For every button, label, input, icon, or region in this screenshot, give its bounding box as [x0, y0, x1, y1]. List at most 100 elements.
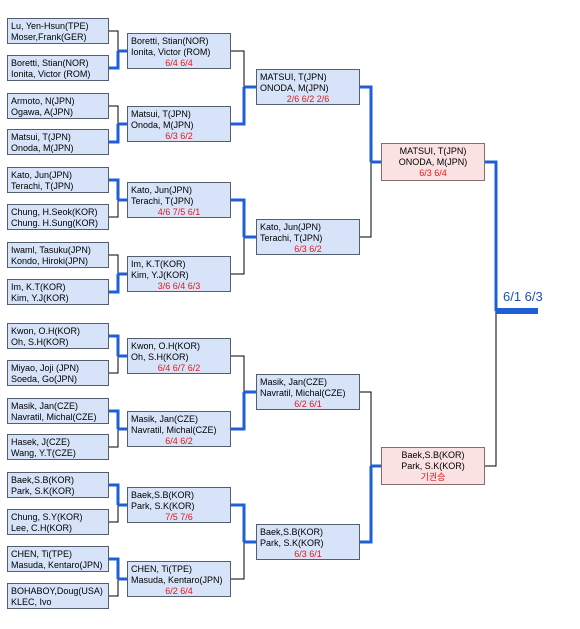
bracket-connector	[109, 274, 120, 294]
bracket-connector	[109, 483, 120, 505]
round2-match-7: Baek,S.B(KOR)Park, S.K(KOR)7/5 7/6	[127, 487, 231, 523]
player-name: Kato, Jun(JPN)	[11, 170, 73, 180]
player-name: Kim, Y.J(KOR)	[11, 293, 69, 303]
bracket-connector	[109, 30, 119, 51]
player-name: Park, S.K(KOR)	[11, 486, 75, 496]
round1-match-4: Matsui, T(JPN)Onoda, M(JPN)	[7, 129, 109, 155]
bracket-connector	[109, 557, 120, 579]
player-name: Iwaml, Tasuku(JPN)	[11, 245, 91, 255]
player-name: Baek,S.B(KOR)	[401, 450, 465, 460]
round1-match-8: Im, K.T(KOR)Kim, Y.J(KOR)	[7, 279, 109, 305]
match-score: 6/4 6/2	[165, 436, 193, 446]
match-score: 6/3 6/2	[294, 244, 322, 254]
match-score: 6/2 6/4	[165, 586, 193, 596]
player-name: Boretti, Stian(NOR)	[131, 36, 209, 46]
final-connector	[485, 311, 497, 467]
player-name: Kato, Jun(JPN)	[260, 222, 322, 232]
player-name: Masuda, Kentaro(JPN)	[131, 575, 223, 585]
player-name: Masik, Jan(CZE)	[11, 401, 79, 411]
player-name: Boretti, Stian(NOR)	[11, 58, 89, 68]
match-score: 2/6 6/2 2/6	[286, 94, 330, 104]
bracket-connector	[109, 254, 119, 274]
bracket-connector	[109, 105, 119, 124]
semifinal-match-2: Baek,S.B(KOR)Park, S.K(KOR)기권승	[381, 447, 485, 485]
player-name: MATSUI, T(JPN)	[260, 72, 327, 82]
final-connector	[485, 160, 498, 311]
bracket-connector	[231, 50, 245, 87]
bracket-connector	[109, 334, 120, 356]
round1-match-2: Boretti, Stian(NOR)Ionita, Victor (ROM)	[7, 55, 109, 81]
round1-match-10: Miyao, Joji (JPN)Soeda, Go(JPN)	[7, 360, 109, 386]
player-name: Baek,S.B(KOR)	[131, 490, 195, 500]
player-name: Kondo, Hiroki(JPN)	[11, 256, 89, 266]
round2-match-8: CHEN, Ti(TPE)Masuda, Kentaro(JPN)6/2 6/4	[127, 561, 231, 597]
player-name: Matsui, T(JPN)	[11, 132, 71, 142]
bracket-connector	[360, 466, 373, 544]
bracket-connector	[109, 178, 120, 200]
round2-match-6: Masik, Jan(CZE)Navratil, Michal(CZE)6/4 …	[127, 411, 231, 447]
player-name: Kato, Jun(JPN)	[131, 185, 193, 195]
bracket-connector	[360, 162, 372, 238]
round1-match-11: Masik, Jan(CZE)Navratil, Michal(CZE)	[7, 398, 109, 424]
round3-match-2: Kato, Jun(JPN)Terachi, T(JPN)6/3 6/2	[256, 219, 360, 255]
player-name: CHEN, Ti(TPE)	[131, 564, 193, 574]
round1-match-3: Armoto, N(JPN)Ogawa, A(JPN)	[7, 93, 109, 119]
round2-match-4: Im, K.T(KOR)Kim, Y.J(KOR)3/6 6/4 6/3	[127, 256, 231, 292]
bracket-connector	[109, 505, 119, 523]
player-name: Terachi, T(JPN)	[131, 196, 194, 206]
round2-match-3: Kato, Jun(JPN)Terachi, T(JPN)4/6 7/5 6/1	[127, 182, 231, 218]
player-name: ONODA, M(JPN)	[260, 83, 329, 93]
round1-match-7: Iwaml, Tasuku(JPN)Kondo, Hiroki(JPN)	[7, 242, 109, 268]
player-name: Navratil, Michal(CZE)	[11, 412, 97, 422]
player-name: Kwon, O.H(KOR)	[11, 326, 81, 336]
match-score: 6/2 6/1	[294, 399, 322, 409]
player-name: Miyao, Joji (JPN)	[11, 363, 80, 373]
bracket-connector	[231, 392, 246, 431]
round1-match-6: Chung, H.Seok(KOR)Chung. H.Sung(KOR)	[7, 204, 109, 230]
match-score: 7/5 7/6	[165, 512, 193, 522]
match-score: 6/3 6/2	[165, 131, 193, 141]
bracket-connector	[109, 200, 119, 218]
player-name: Kwon, O.H(KOR)	[131, 341, 201, 351]
round2-match-2: Matsui, T(JPN)Onoda, M(JPN)6/3 6/2	[127, 106, 231, 142]
player-name: Wang, Y.T(CZE)	[11, 448, 76, 458]
bracket-connector	[109, 356, 119, 374]
round1-match-13: Baek,S.B(KOR)Park, S.K(KOR)	[7, 472, 109, 498]
player-name: Navratil, Michal(CZE)	[260, 388, 346, 398]
player-name: Park, S.K(KOR)	[260, 538, 324, 548]
match-score: 4/6 7/5 6/1	[157, 207, 201, 217]
player-name: Oh, S.H(KOR)	[11, 337, 69, 347]
bracket-connector	[231, 237, 245, 275]
player-name: Matsui, T(JPN)	[131, 109, 191, 119]
final-score: 6/1 6/3	[503, 289, 543, 304]
bracket-connector	[231, 355, 245, 392]
semifinal-match-1: MATSUI, T(JPN)ONODA, M(JPN)6/3 6/4	[381, 143, 485, 181]
bracket-connector	[231, 87, 246, 126]
player-name: Navratil, Michal(CZE)	[131, 425, 217, 435]
round3-match-3: Masik, Jan(CZE)Navratil, Michal(CZE)6/2 …	[256, 374, 360, 410]
player-name: Chung, S.Y(KOR)	[11, 512, 83, 522]
player-name: Ionita, Victor (ROM)	[131, 47, 211, 57]
bracket-connector	[231, 198, 246, 237]
match-score: 6/3 6/4	[419, 168, 447, 178]
match-score: 6/4 6/7 6/2	[157, 363, 201, 373]
player-name: Masuda, Kentaro(JPN)	[11, 560, 103, 570]
bracket-connector	[109, 409, 120, 429]
player-name: Onoda, M(JPN)	[11, 143, 74, 153]
player-name: Onoda, M(JPN)	[131, 120, 194, 130]
player-name: CHEN, Ti(TPE)	[11, 549, 73, 559]
match-score: 3/6 6/4 6/3	[157, 281, 201, 291]
player-name: Baek,S.B(KOR)	[260, 527, 324, 537]
player-name: MATSUI, T(JPN)	[399, 146, 467, 156]
player-name: Lee, C.H(KOR)	[11, 523, 73, 533]
bracket-connector	[231, 542, 245, 580]
player-name: ONODA, M(JPN)	[398, 157, 468, 167]
player-name: Chung. H.Sung(KOR)	[11, 218, 99, 228]
bracket-connector	[109, 429, 119, 448]
player-name: Soeda, Go(JPN)	[11, 374, 78, 384]
round1-match-16: BOHABOY,Doug(USA)KLEC, Ivo	[7, 583, 109, 609]
player-name: Park, S.K(KOR)	[131, 501, 195, 511]
player-name: Park, S.K(KOR)	[401, 461, 465, 471]
